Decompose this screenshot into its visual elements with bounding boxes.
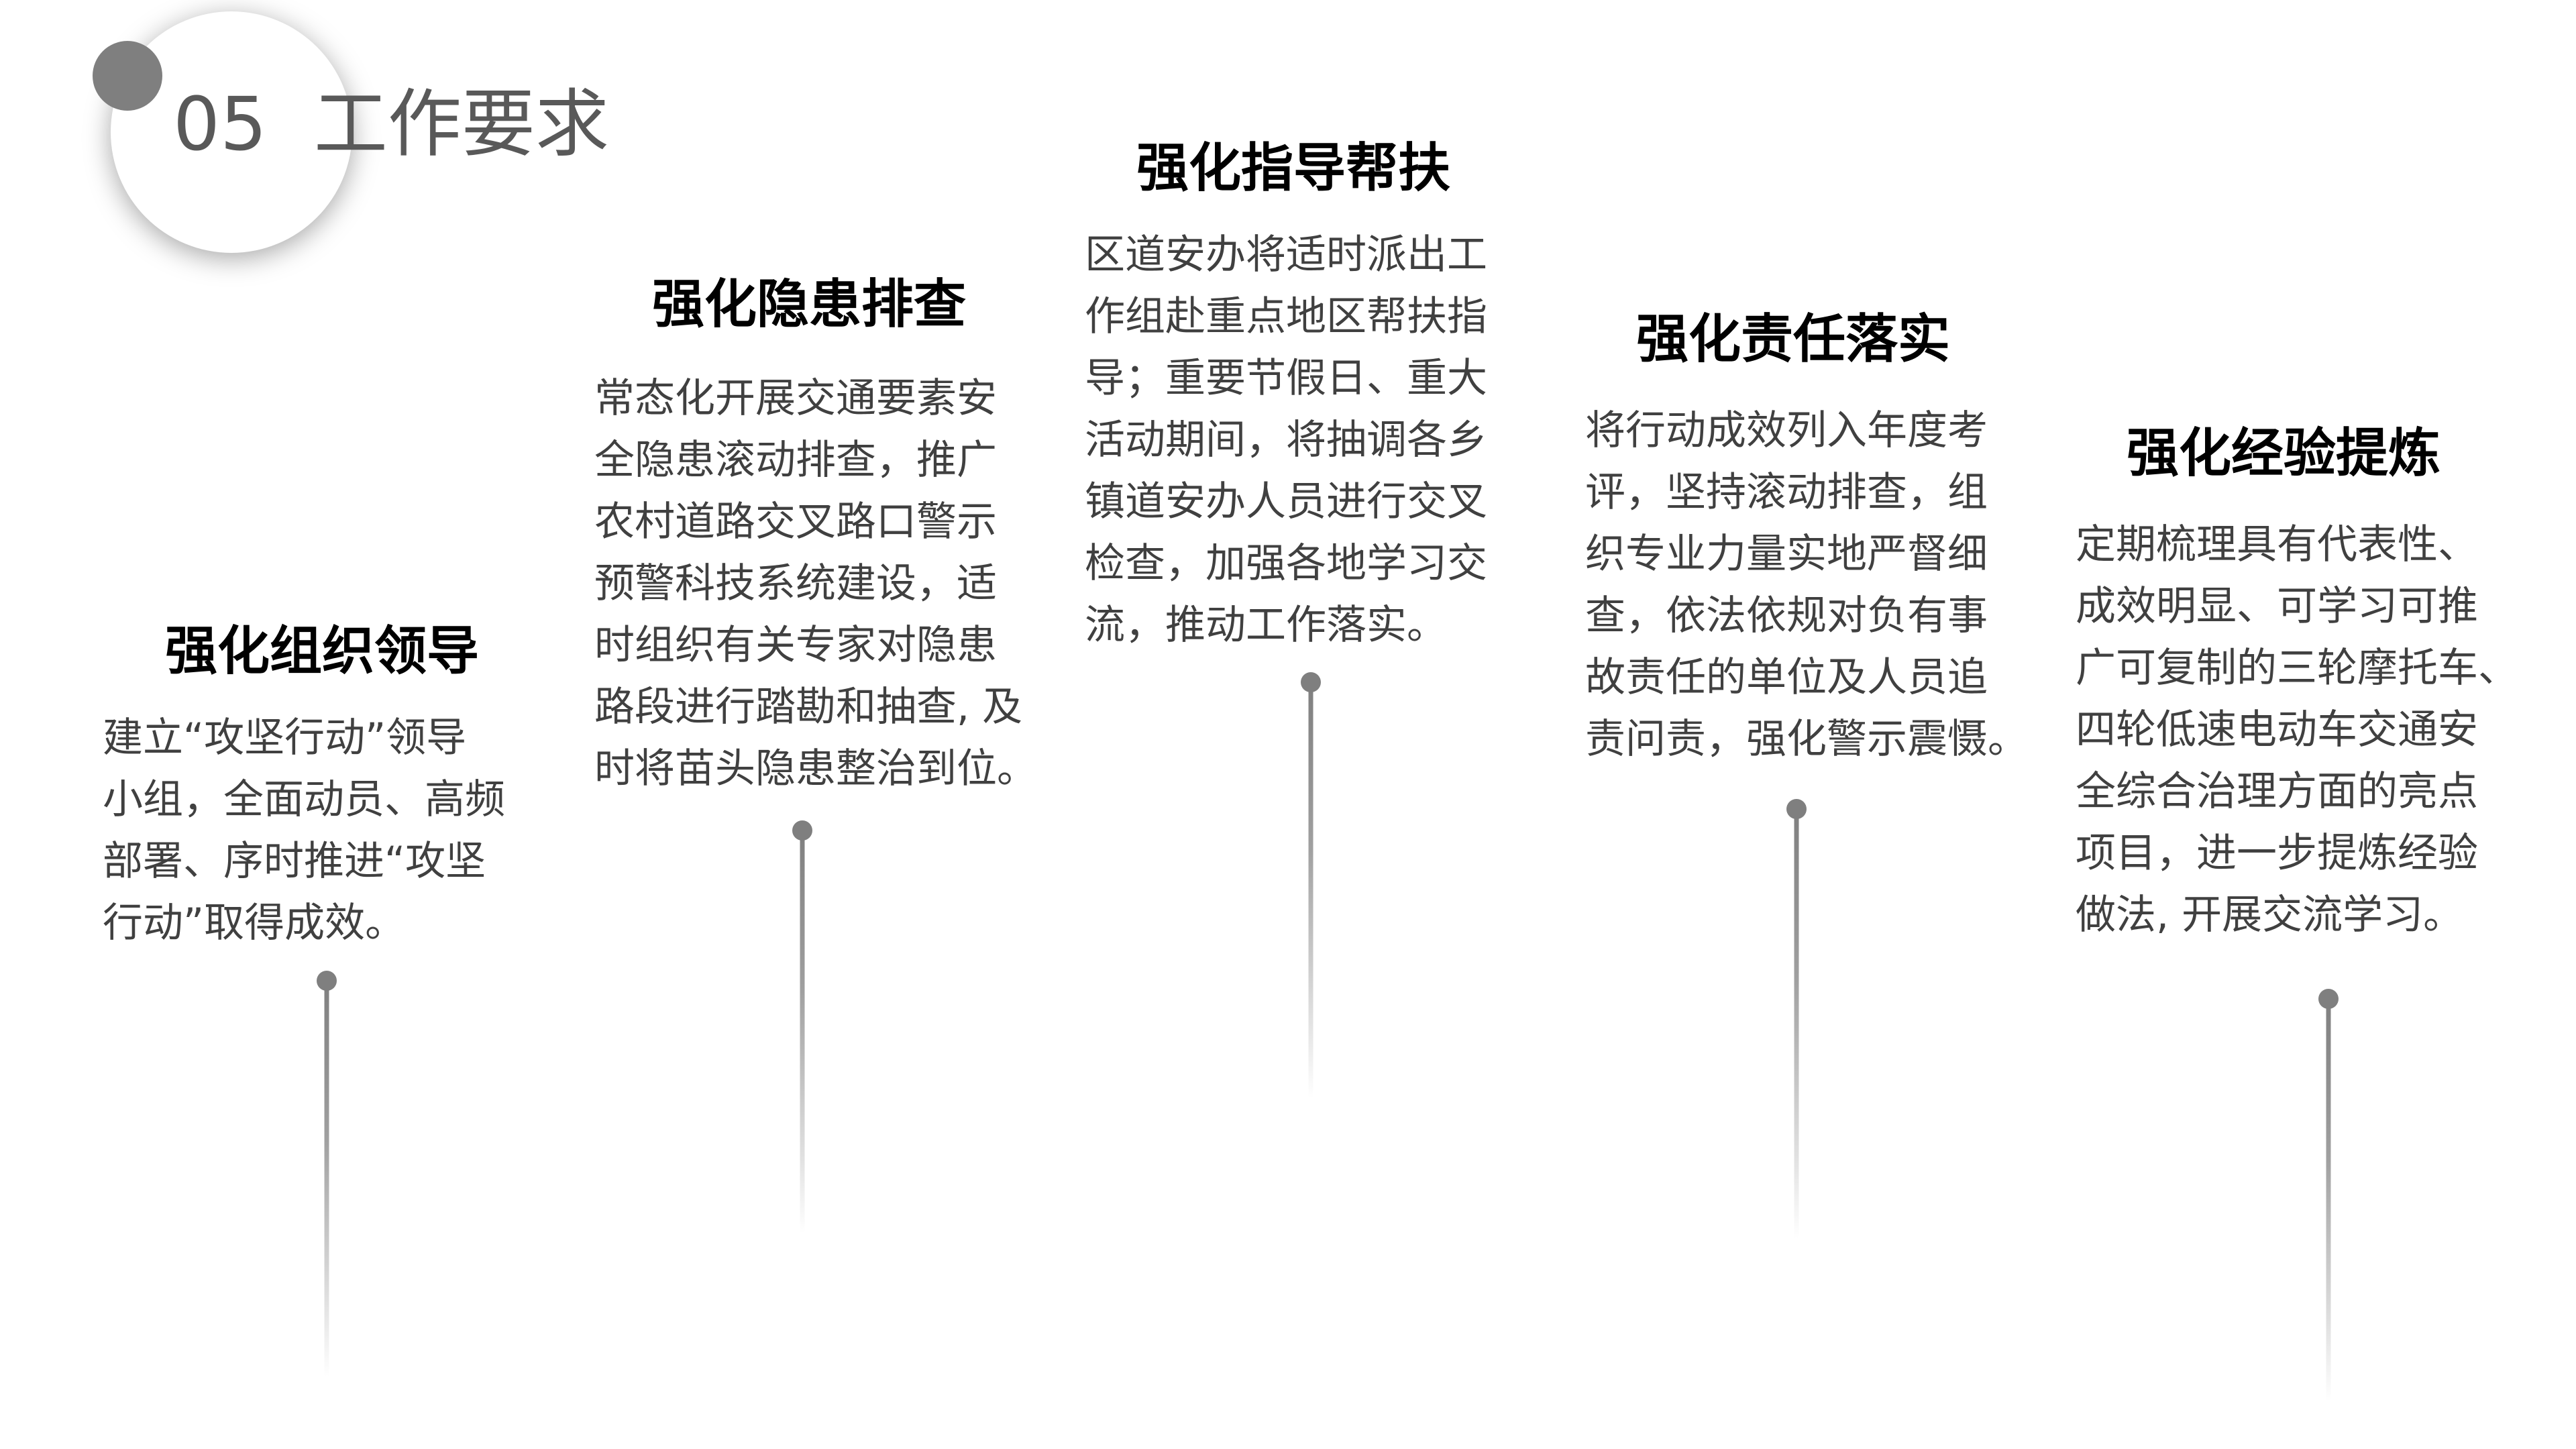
body-line: 全综合治理方面的亮点	[2076, 768, 2478, 815]
body-line: 作组赴重点地区帮扶指	[1085, 293, 1487, 340]
body-line: 常态化开展交通要素安	[594, 375, 997, 422]
item-title: 强化指导帮扶	[1136, 138, 1451, 199]
body-line: 建立“攻坚行动”领导	[103, 714, 467, 761]
timeline-dot	[1301, 672, 1321, 692]
timeline-stem	[800, 830, 805, 1233]
body-line: 导；重要节假日、重大	[1085, 355, 1487, 402]
body-line: 织专业力量实地严督细	[1585, 531, 1988, 578]
body-line: 区道安办将适时派出工	[1085, 231, 1487, 278]
body-line: 部署、序时推进“攻坚	[103, 838, 486, 885]
body-line: 全隐患滚动排查，推广	[594, 437, 997, 484]
body-line: 检查，加强各地学习交	[1085, 540, 1487, 587]
timeline-dot	[1786, 799, 1807, 819]
item-body: 将行动成效列入年度考 评，坚持滚动排查，组 织专业力量实地严督细 查，依法依规对…	[1585, 400, 2028, 770]
section-number: 05	[173, 81, 267, 167]
body-line: 做法, 开展交流学习。	[2076, 892, 2464, 938]
item-body: 建立“攻坚行动”领导 小组，全面动员、高频 部署、序时推进“攻坚 行动”取得成效…	[103, 707, 505, 954]
section-title: 工作要求	[313, 81, 609, 167]
body-line: 故责任的单位及人员追	[1585, 654, 1988, 701]
body-line: 广可复制的三轮摩托车、	[2076, 645, 2518, 692]
body-line: 时将苗头隐患整治到位。	[594, 745, 1037, 792]
body-line: 项目，进一步提炼经验	[2076, 830, 2478, 877]
body-line: 定期梳理具有代表性、	[2076, 521, 2478, 568]
item-title: 强化组织领导	[164, 621, 480, 682]
item-body: 区道安办将适时派出工 作组赴重点地区帮扶指 导；重要节假日、重大 活动期间，将抽…	[1085, 224, 1487, 656]
body-line: 评，坚持滚动排查，组	[1585, 469, 1988, 516]
timeline-dot	[2318, 989, 2339, 1009]
item-body: 定期梳理具有代表性、 成效明显、可学习可推 广可复制的三轮摩托车、 四轮低速电动…	[2076, 514, 2518, 946]
timeline-stem	[1794, 809, 1799, 1238]
header-dot-decoration	[93, 41, 162, 111]
body-line: 预警科技系统建设，适	[594, 560, 997, 607]
body-line: 行动”取得成效。	[103, 900, 406, 947]
body-line: 时组织有关专家对隐患	[594, 622, 997, 669]
timeline-stem	[324, 981, 329, 1377]
timeline-stem	[2326, 999, 2331, 1401]
body-line: 活动期间，将抽调各乡	[1085, 417, 1487, 464]
body-line: 流，推动工作落实。	[1085, 602, 1447, 649]
timeline-dot	[317, 971, 337, 991]
body-line: 小组，全面动员、高频	[103, 776, 505, 823]
body-line: 四轮低速电动车交通安	[2076, 706, 2478, 753]
item-body: 常态化开展交通要素安 全隐患滚动排查，推广 农村道路交叉路口警示 预警科技系统建…	[594, 368, 1037, 800]
body-line: 路段进行踏勘和抽查, 及	[594, 684, 1023, 731]
body-line: 责问责，强化警示震慑。	[1585, 716, 2028, 763]
item-title: 强化经验提炼	[2126, 423, 2441, 484]
page-title: 05 工作要求	[173, 87, 609, 161]
body-line: 成效明显、可学习可推	[2076, 583, 2478, 630]
item-title: 强化隐患排查	[651, 274, 967, 335]
body-line: 农村道路交叉路口警示	[594, 498, 997, 545]
item-title: 强化责任落实	[1635, 309, 1951, 370]
timeline-dot	[792, 820, 812, 841]
body-line: 镇道安办人员进行交叉	[1085, 478, 1487, 525]
body-line: 将行动成效列入年度考	[1585, 407, 1988, 454]
timeline-stem	[1308, 682, 1313, 1098]
body-line: 查，依法依规对负有事	[1585, 592, 1988, 639]
